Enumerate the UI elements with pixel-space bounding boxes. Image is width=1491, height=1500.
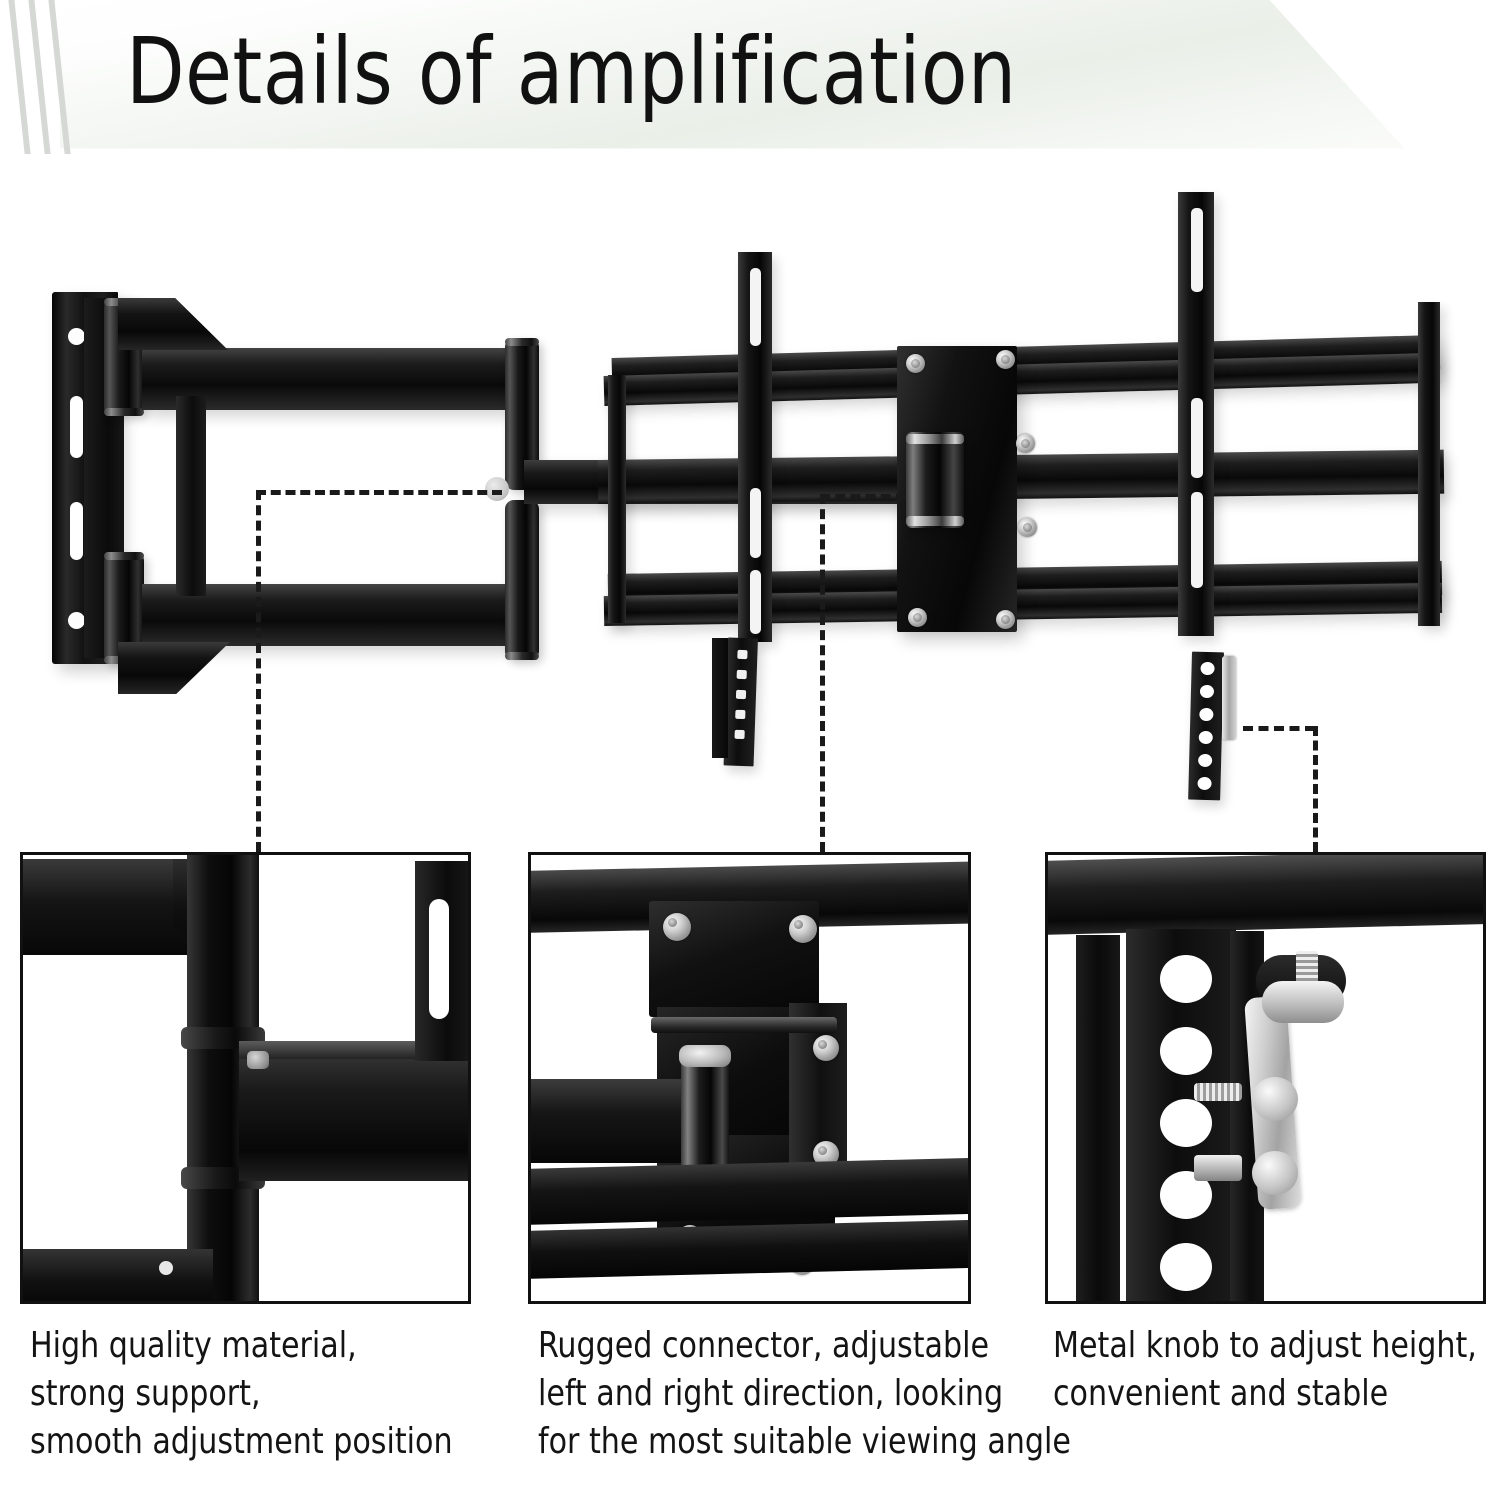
vesa-upright-left <box>738 252 772 642</box>
closeup3-strip-hole <box>1160 1099 1212 1147</box>
left-hanger-strip <box>723 637 758 767</box>
closeup2-cross-bar <box>651 1017 837 1033</box>
caption-rugged-connector: Rugged connector, adjustable left and ri… <box>538 1322 1071 1466</box>
header-banner: Details of amplification <box>0 0 1491 170</box>
page-title: Details of amplification <box>126 18 1017 125</box>
caption-line: smooth adjustment position <box>30 1421 453 1462</box>
tv-bracket-mid-rail <box>597 449 1445 504</box>
detail-panel-rugged-connector <box>528 852 971 1304</box>
closeup2-bolt-icon <box>663 913 691 941</box>
caption-metal-knob: Metal knob to adjust height, convenient … <box>1053 1322 1491 1418</box>
connector-bolt-icon <box>1018 518 1037 537</box>
upper-arm-elbow <box>118 298 228 350</box>
leader-line-3-horizontal <box>1243 726 1315 731</box>
closeup-bottom-plate <box>23 1249 213 1301</box>
vesa-upright-right <box>1178 192 1214 636</box>
caption-high-quality-material: High quality material, strong support, s… <box>30 1322 495 1466</box>
banner-stripe-icon <box>8 0 31 154</box>
tv-bracket-right-return <box>1418 302 1440 626</box>
metal-knob-lever-icon <box>1222 656 1236 740</box>
swivel-cylinder <box>906 432 964 528</box>
metal-knob-lever-head <box>1262 981 1344 1023</box>
right-hanger-strip <box>1188 651 1224 801</box>
closeup2-bottom-rail-2 <box>531 1219 968 1279</box>
leader-line-2-vertical <box>820 494 825 852</box>
connector-bolt-icon <box>996 610 1015 629</box>
product-hero-image <box>0 170 1491 852</box>
extension-pivot-knob-icon <box>485 477 509 501</box>
caption-line: convenient and stable <box>1053 1373 1389 1414</box>
closeup3-strip-hole <box>1160 955 1212 1003</box>
leader-line-3-vertical <box>1313 726 1318 852</box>
closeup3-strip-hole <box>1160 1243 1212 1291</box>
banner-stripe-icon <box>28 0 51 154</box>
lever-pivot-disc <box>1252 1151 1298 1195</box>
closeup2-bottom-rail <box>531 1157 968 1225</box>
connector-bolt-icon <box>906 354 925 373</box>
mid-pivot-barrel-lower <box>505 500 539 660</box>
closeup3-side-screw-icon <box>1194 1155 1242 1181</box>
closeup3-side-screw-icon <box>1194 1083 1242 1101</box>
caption-line: strong support, <box>30 1373 261 1414</box>
leader-line-2-horizontal <box>820 494 906 499</box>
closeup-mid-arm <box>239 1041 468 1181</box>
closeup2-left-arm <box>531 1079 689 1163</box>
closeup3-strip-hole <box>1160 1027 1212 1075</box>
detail-panel-high-quality-material <box>20 852 471 1304</box>
lower-arm-elbow <box>118 642 230 694</box>
closeup2-cylinder-cap-top <box>679 1045 731 1067</box>
caption-line: for the most suitable viewing angle <box>538 1421 1071 1462</box>
banner-shape <box>60 0 1405 149</box>
caption-line: Rugged connector, adjustable <box>538 1325 990 1366</box>
detail-panel-metal-knob <box>1045 852 1486 1304</box>
caption-line: left and right direction, looking <box>538 1373 1004 1414</box>
closeup-mid-arm-edge <box>239 1041 468 1059</box>
closeup-bolt-icon <box>247 1051 269 1069</box>
caption-line: Metal knob to adjust height, <box>1053 1325 1477 1366</box>
connector-bolt-icon <box>908 608 927 627</box>
connector-bolt-icon <box>1016 434 1035 453</box>
leader-line-1-horizontal <box>256 490 502 495</box>
connector-bolt-icon <box>996 350 1015 369</box>
arm-inner-brace <box>176 396 206 596</box>
closeup3-top-rail <box>1048 855 1483 935</box>
closeup2-bolt-icon <box>789 915 817 943</box>
closeup-right-slot <box>429 899 449 1019</box>
left-hanger-lever-icon <box>712 638 728 758</box>
closeup-bottom-hole <box>159 1261 173 1275</box>
closeup3-left-post <box>1076 935 1120 1301</box>
leader-line-1-vertical <box>256 490 261 852</box>
caption-line: High quality material, <box>30 1325 357 1366</box>
tv-bracket-left-return <box>608 375 626 623</box>
lever-pivot-disc <box>1252 1077 1298 1121</box>
closeup2-bolt-icon <box>813 1035 839 1061</box>
